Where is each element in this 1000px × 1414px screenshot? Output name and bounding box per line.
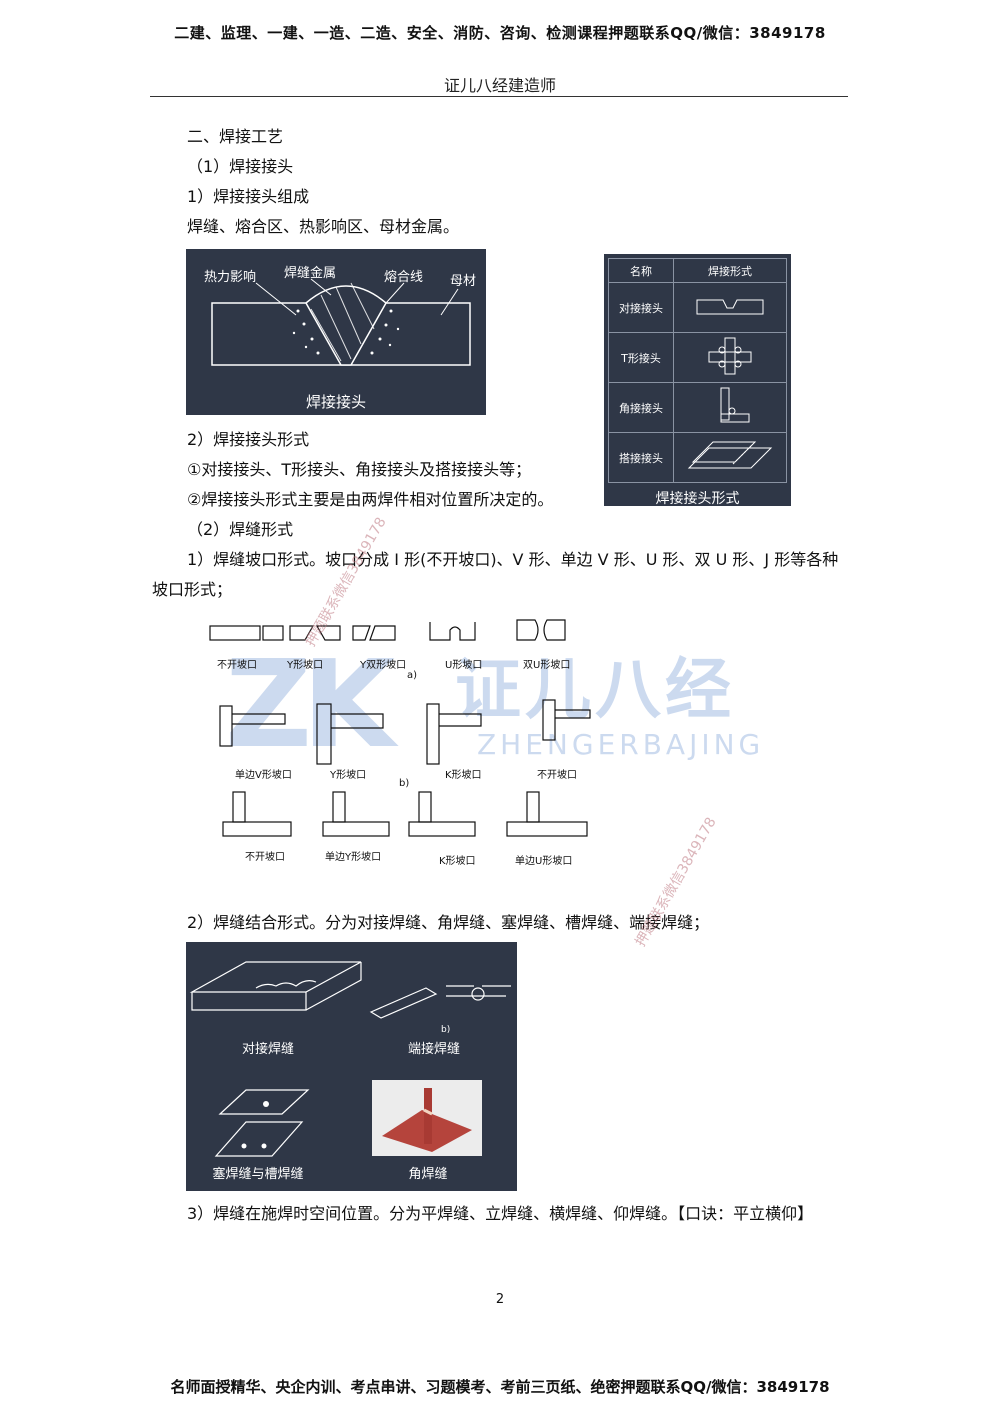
seam-types-paragraph: 2）焊缝结合形式。分为对接焊缝、角焊缝、塞焊缝、槽焊缝、端接焊缝； [187, 913, 710, 932]
watermark-brand-cn: 证儿八经 [455, 651, 735, 728]
groove-label-3-4: 单边U形坡口 [515, 854, 572, 867]
item-text-2a: ①对接接头、T形接头、角接接头及搭接接头等； [187, 460, 532, 479]
joint-forms-caption: 焊接接头形式 [655, 491, 740, 507]
groove-label-3-2: 单边Y形坡口 [325, 850, 381, 863]
groove-label-2-2: Y形坡口 [329, 768, 366, 781]
groove-label-1-2: Y形坡口 [286, 658, 323, 671]
welded-joint-figure: 热力影响 焊缝金属 熔合线 母材 焊接接头 [186, 249, 486, 415]
watermark-brand-en: ZHENGERBAJING [477, 728, 765, 761]
item-heading-2: 2）焊接接头形式 [187, 430, 310, 449]
row-butt-joint: 对接接头 [608, 282, 674, 333]
seam-label-butt: 对接焊缝 [242, 1041, 294, 1057]
row-corner-joint: 角接接头 [608, 382, 674, 433]
seam-label-edge: 端接焊缝 [408, 1041, 460, 1057]
weld-position-paragraph: 3）焊缝在施焊时空间位置。分为平焊缝、立焊缝、横焊缝、仰焊缝。【口诀：平立横仰】 [187, 1204, 814, 1223]
corner-joint-sketch [673, 382, 787, 433]
groove-label-2-1: 单边V形坡口 [235, 768, 292, 781]
row-lap-joint: 搭接接头 [608, 432, 674, 483]
groove-label-1-4: U形坡口 [445, 658, 482, 671]
subsection-heading-2: （2）焊缝形式 [187, 520, 294, 539]
butt-joint-sketch [673, 282, 787, 333]
bottom-banner: 名师面授精华、央企内训、考点串讲、习题模考、考前三页纸、绝密押题联系QQ/微信：… [170, 1378, 830, 1396]
groove-forms-figure: ZK 证儿八经 ZHENGERBAJING 不开坡口 Y形坡口 Y双形坡口 U形… [205, 596, 795, 871]
top-banner: 二建、监理、一建、一造、二造、安全、消防、咨询、检测课程押题联系QQ/微信：38… [174, 24, 826, 42]
header-title: 证儿八经建造师 [443, 76, 556, 95]
lap-joint-sketch [673, 432, 787, 483]
groove-label-1-3: Y双形坡口 [359, 658, 406, 671]
t-joint-sketch [673, 332, 787, 383]
label-fusion-line: 熔合线 [384, 270, 423, 285]
item-text-2b: ②焊接接头形式主要是由两焊件相对位置所决定的。 [187, 490, 554, 509]
label-heat-affected: 热力影响 [204, 269, 256, 285]
header-divider [150, 96, 848, 97]
table-header-name: 名称 [608, 258, 674, 283]
page-number: 2 [495, 1292, 505, 1307]
seam-sketches: b) 对接焊缝 端接焊缝 塞焊缝与槽焊缝 角焊缝 [189, 961, 511, 1182]
seam-label-plug-slot: 塞焊缝与槽焊缝 [212, 1166, 303, 1182]
groove-tag-a: a) [407, 670, 417, 681]
table-header-form: 焊接形式 [673, 258, 787, 283]
row-t-joint: T形接头 [608, 332, 674, 383]
groove-label-1-5: 双U形坡口 [523, 658, 570, 671]
item-heading-1: 1）焊接接头组成 [187, 187, 310, 206]
groove-label-3-1: 不开坡口 [245, 850, 285, 863]
seam-tag-b: b) [441, 1025, 450, 1035]
label-base-metal: 母材 [450, 274, 476, 289]
groove-sketches: 不开坡口 Y形坡口 Y双形坡口 U形坡口 双U形坡口 a) 单边V形坡口 Y形坡… [209, 619, 591, 867]
label-weld-metal: 焊缝金属 [284, 265, 336, 281]
seam-label-fillet: 角焊缝 [408, 1166, 447, 1182]
welded-joint-diagram: 热力影响 焊缝金属 熔合线 母材 焊接接头 [204, 265, 476, 411]
groove-label-1-1: 不开坡口 [217, 658, 257, 671]
groove-paragraph: 1）焊缝坡口形式。坡口分成 I 形(不开坡口)、V 形、单边 V 形、U 形、双… [152, 550, 839, 599]
watermark-logo: ZK [225, 636, 395, 775]
groove-tag-b: b) [399, 778, 409, 789]
welded-joint-caption: 焊接接头 [306, 393, 366, 411]
groove-label-3-3: K形坡口 [439, 854, 476, 867]
seam-types-figure: b) 对接焊缝 端接焊缝 塞焊缝与槽焊缝 角焊缝 [186, 942, 517, 1191]
groove-label-2-3: K形坡口 [445, 768, 482, 781]
subsection-heading-1: （1）焊接接头 [187, 157, 294, 176]
section-title: 二、焊接工艺 [187, 127, 284, 146]
groove-label-2-4: 不开坡口 [537, 768, 577, 781]
item-text-1: 焊缝、熔合区、热影响区、母材金属。 [187, 217, 460, 236]
joint-forms-figure: 名称 焊接形式 对接接头 T形接头 角接接头 搭接接头 [604, 254, 791, 507]
